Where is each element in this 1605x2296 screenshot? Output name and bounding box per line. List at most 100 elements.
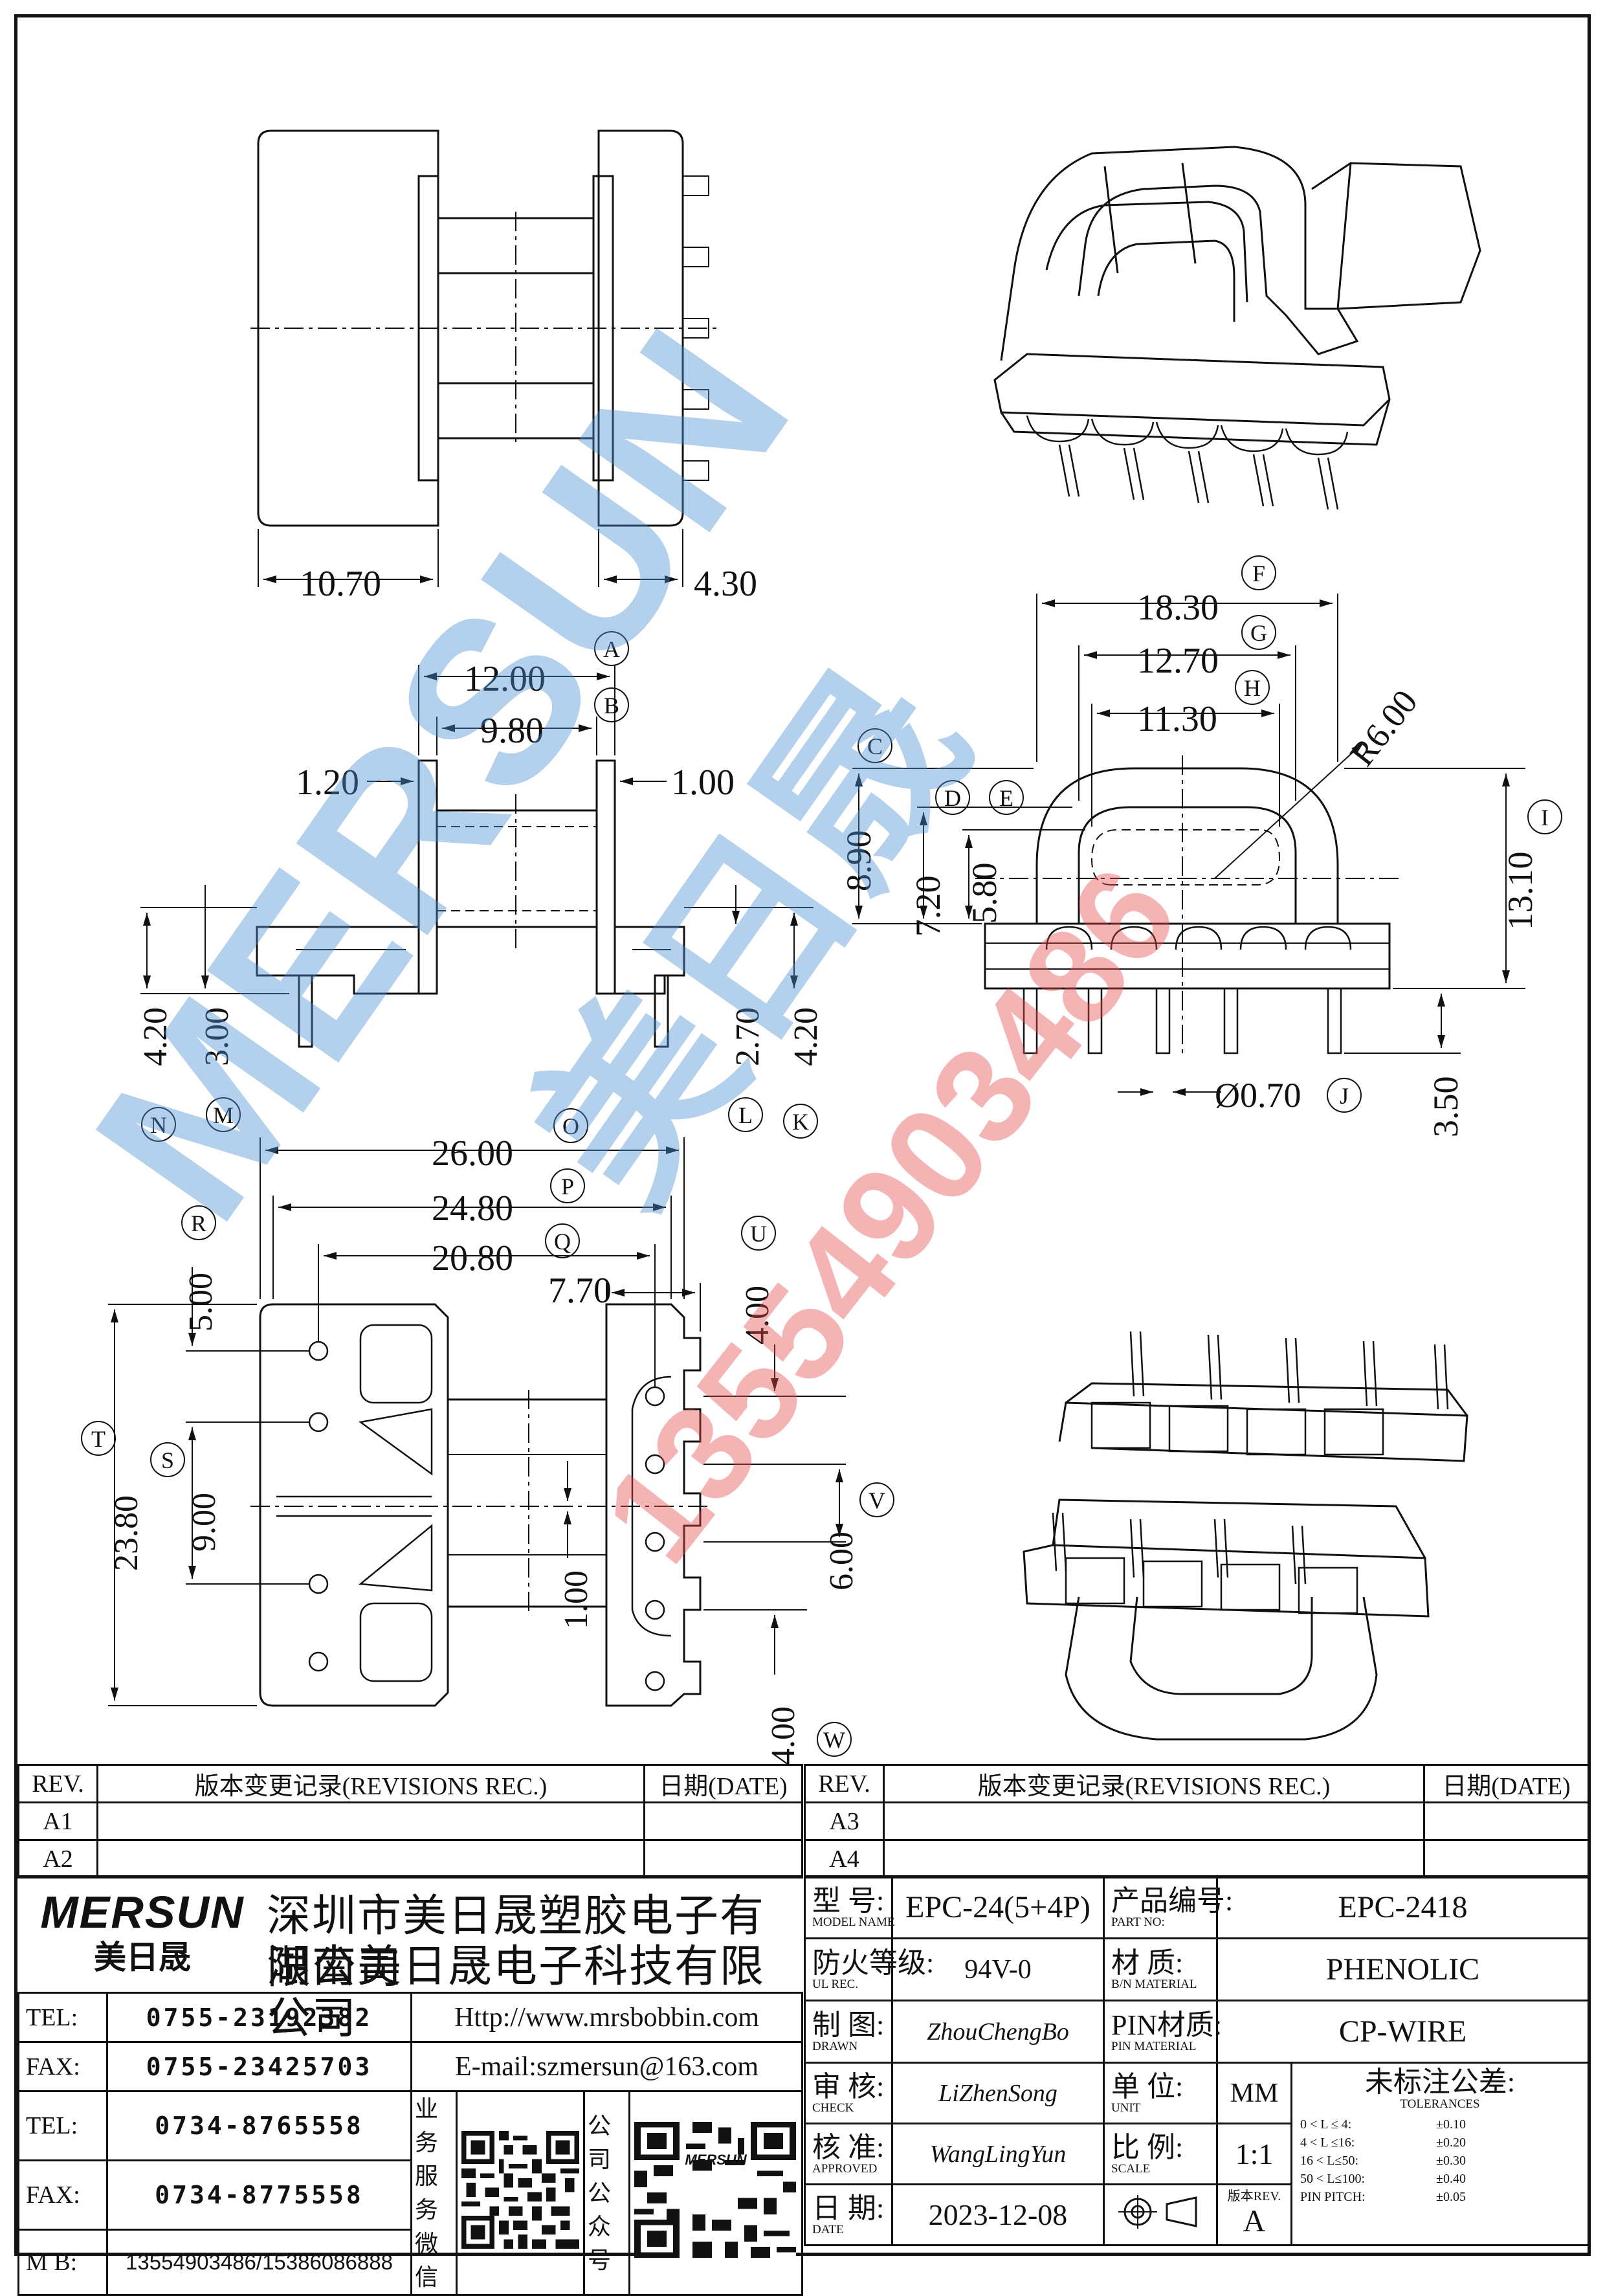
pin-material-value: CP-WIRE	[1215, 2000, 1590, 2064]
official-account-qr-label: 公司公众号	[583, 2090, 630, 2296]
mobile-numbers: 13554903486/15386086888	[106, 2228, 412, 2296]
date-label-cell: 日 期:DATE	[804, 2183, 893, 2246]
svg-text:L: L	[738, 1102, 753, 1128]
dim-Q: 20.80	[432, 1238, 513, 1278]
svg-text:R: R	[191, 1210, 206, 1236]
drawing-sheet: 10.70 4.30	[14, 14, 1591, 2296]
fax-shenzhen: 0755-23425703	[106, 2041, 412, 2092]
dim-L: 2.70	[729, 1007, 766, 1066]
revision-record-header: 版本变更记录(REVISIONS REC.)	[96, 1764, 645, 1803]
ul-rating-value: 94V-0	[891, 1937, 1105, 2001]
scale-label-cell: 比 例:SCALE	[1103, 2123, 1218, 2185]
svg-text:V: V	[869, 1488, 885, 1513]
svg-text:A: A	[603, 636, 620, 662]
dim-H: 11.30	[1137, 699, 1217, 739]
top-view	[250, 129, 716, 587]
dim-radius: R6.00	[1342, 683, 1425, 774]
bottom-view	[108, 1137, 846, 1707]
dim-N: 4.20	[137, 1007, 174, 1066]
email-link[interactable]: E-mail:szmersun@163.com	[410, 2041, 804, 2092]
dim-B: 9.80	[480, 711, 544, 751]
tel-label: TEL:	[17, 1992, 108, 2043]
svg-text:G: G	[1250, 620, 1267, 646]
dim-G: 12.70	[1137, 641, 1219, 681]
ul-label-cell: 防火等级:UL REC.	[804, 1937, 934, 2001]
drawn-by-value: ZhouChengBo	[891, 2000, 1105, 2064]
rev-row-label: A4	[804, 1839, 885, 1878]
dim-P: 24.80	[432, 1188, 513, 1229]
fax-hunan: 0734-8775558	[106, 2159, 412, 2231]
mobile-label: M B:	[17, 2228, 108, 2296]
tolerance-row: 50 < L≤100:±0.40	[1300, 2172, 1466, 2186]
date-header: 日期(DATE)	[1423, 1764, 1589, 1803]
spec-table: 型 号:MODEL NAME EPC-24(5+4P) 产品编号:PART NO…	[804, 1875, 1590, 2246]
tolerance-row: 4 < L ≤16:±0.20	[1300, 2135, 1466, 2150]
fax-label: FAX:	[17, 2159, 108, 2231]
contacts-table: TEL: 0755-23192382 Http://www.mrsbobbin.…	[17, 1992, 804, 2296]
dim-I: 13.10	[1501, 852, 1540, 931]
dim-V: 6.00	[823, 1532, 860, 1590]
wechat-qr-code	[456, 2090, 585, 2296]
rev-header: REV.	[804, 1764, 885, 1803]
tolerances-label: 未标注公差:	[1364, 2066, 1516, 2098]
svg-text:F: F	[1252, 561, 1265, 586]
dim-D: 7.20	[909, 876, 947, 937]
dim-flange-right: 1.00	[671, 763, 735, 803]
svg-text:J: J	[1340, 1083, 1349, 1109]
dim-top-right: 4.30	[694, 564, 757, 604]
callout-letter-text: AB CD EF GH IJ KL MN OP QR ST UV W	[91, 561, 1549, 1753]
dim-M: 3.00	[199, 1007, 236, 1066]
dim-center: 1.00	[558, 1570, 595, 1629]
dim-pin-length: 3.50	[1426, 1076, 1465, 1138]
part-number-value: EPC-2418	[1215, 1875, 1590, 1939]
tolerance-row: PIN PITCH:±0.05	[1300, 2190, 1466, 2204]
company-name-1: 深圳市美日晟塑胶电子有限公司	[267, 1891, 766, 1992]
tel-label: TEL:	[17, 2090, 108, 2161]
unit-label-cell: 单 位:UNIT	[1103, 2062, 1218, 2124]
svg-text:M: M	[213, 1102, 234, 1128]
rev-row-label: A1	[17, 1801, 98, 1841]
rev-row-label: A3	[804, 1801, 885, 1841]
check-label-cell: 审 核:CHECK	[804, 2062, 893, 2124]
drawn-label-cell: 制 图:DRAWN	[804, 2000, 893, 2064]
approved-label-cell: 核 准:APPROVED	[804, 2123, 893, 2185]
dim-W: 4.00	[765, 1706, 802, 1765]
tolerances-cell: 未标注公差: TOLERANCES 0 < L ≤ 4:±0.10 4 < L …	[1290, 2062, 1590, 2246]
dim-R: 5.00	[183, 1273, 219, 1332]
dim-O: 26.00	[432, 1133, 513, 1174]
svg-text:C: C	[867, 733, 883, 759]
svg-text:P: P	[561, 1174, 574, 1199]
rev-header: REV.	[17, 1764, 98, 1803]
tel-hunan: 0734-8765558	[106, 2090, 412, 2161]
side-view	[140, 665, 814, 1048]
model-value: EPC-24(5+4P)	[891, 1875, 1105, 1939]
dim-E: 5.80	[965, 863, 1004, 924]
dim-top-left: 10.70	[300, 564, 381, 604]
isometric-view-top	[993, 146, 1481, 510]
svg-text:Q: Q	[554, 1229, 571, 1254]
version-value: A	[1243, 2204, 1266, 2238]
tolerance-row: 16 < L≤50:±0.30	[1300, 2154, 1466, 2168]
checked-by-value: LiZhenSong	[891, 2062, 1105, 2124]
front-view	[852, 594, 1525, 1096]
rev-row-label: A2	[17, 1839, 98, 1878]
website-link[interactable]: Http://www.mrsbobbin.com	[410, 1992, 804, 2043]
model-label-cell: 型 号:MODEL NAME	[804, 1875, 895, 1939]
pin-label-cell: PIN材质:PIN MATERIAL	[1103, 2000, 1222, 2064]
dim-flange-left: 1.20	[296, 763, 359, 803]
revision-table-left: REV. 版本变更记录(REVISIONS REC.) 日期(DATE) A1 …	[17, 1764, 803, 1878]
revision-table-right: REV. 版本变更记录(REVISIONS REC.) 日期(DATE) A3 …	[804, 1764, 1589, 1878]
svg-text:D: D	[944, 785, 961, 811]
dim-C: 8.90	[839, 830, 878, 892]
date-header: 日期(DATE)	[643, 1764, 803, 1803]
svg-text:K: K	[792, 1109, 809, 1135]
dim-U: 4.00	[739, 1286, 776, 1344]
logo-cn: 美日晟	[94, 1939, 191, 1976]
part-label-cell: 产品编号:PART NO:	[1103, 1875, 1233, 1939]
projection-symbol-icon	[1103, 2183, 1218, 2246]
svg-text:I: I	[1541, 805, 1549, 830]
company-block: MERSUN 美日晟 深圳市美日晟塑胶电子有限公司 湖南美日晟电子科技有限公司	[17, 1875, 801, 2043]
svg-text:O: O	[562, 1113, 579, 1139]
version-cell: 版本REV. A	[1216, 2183, 1292, 2246]
svg-text:W: W	[823, 1727, 845, 1753]
